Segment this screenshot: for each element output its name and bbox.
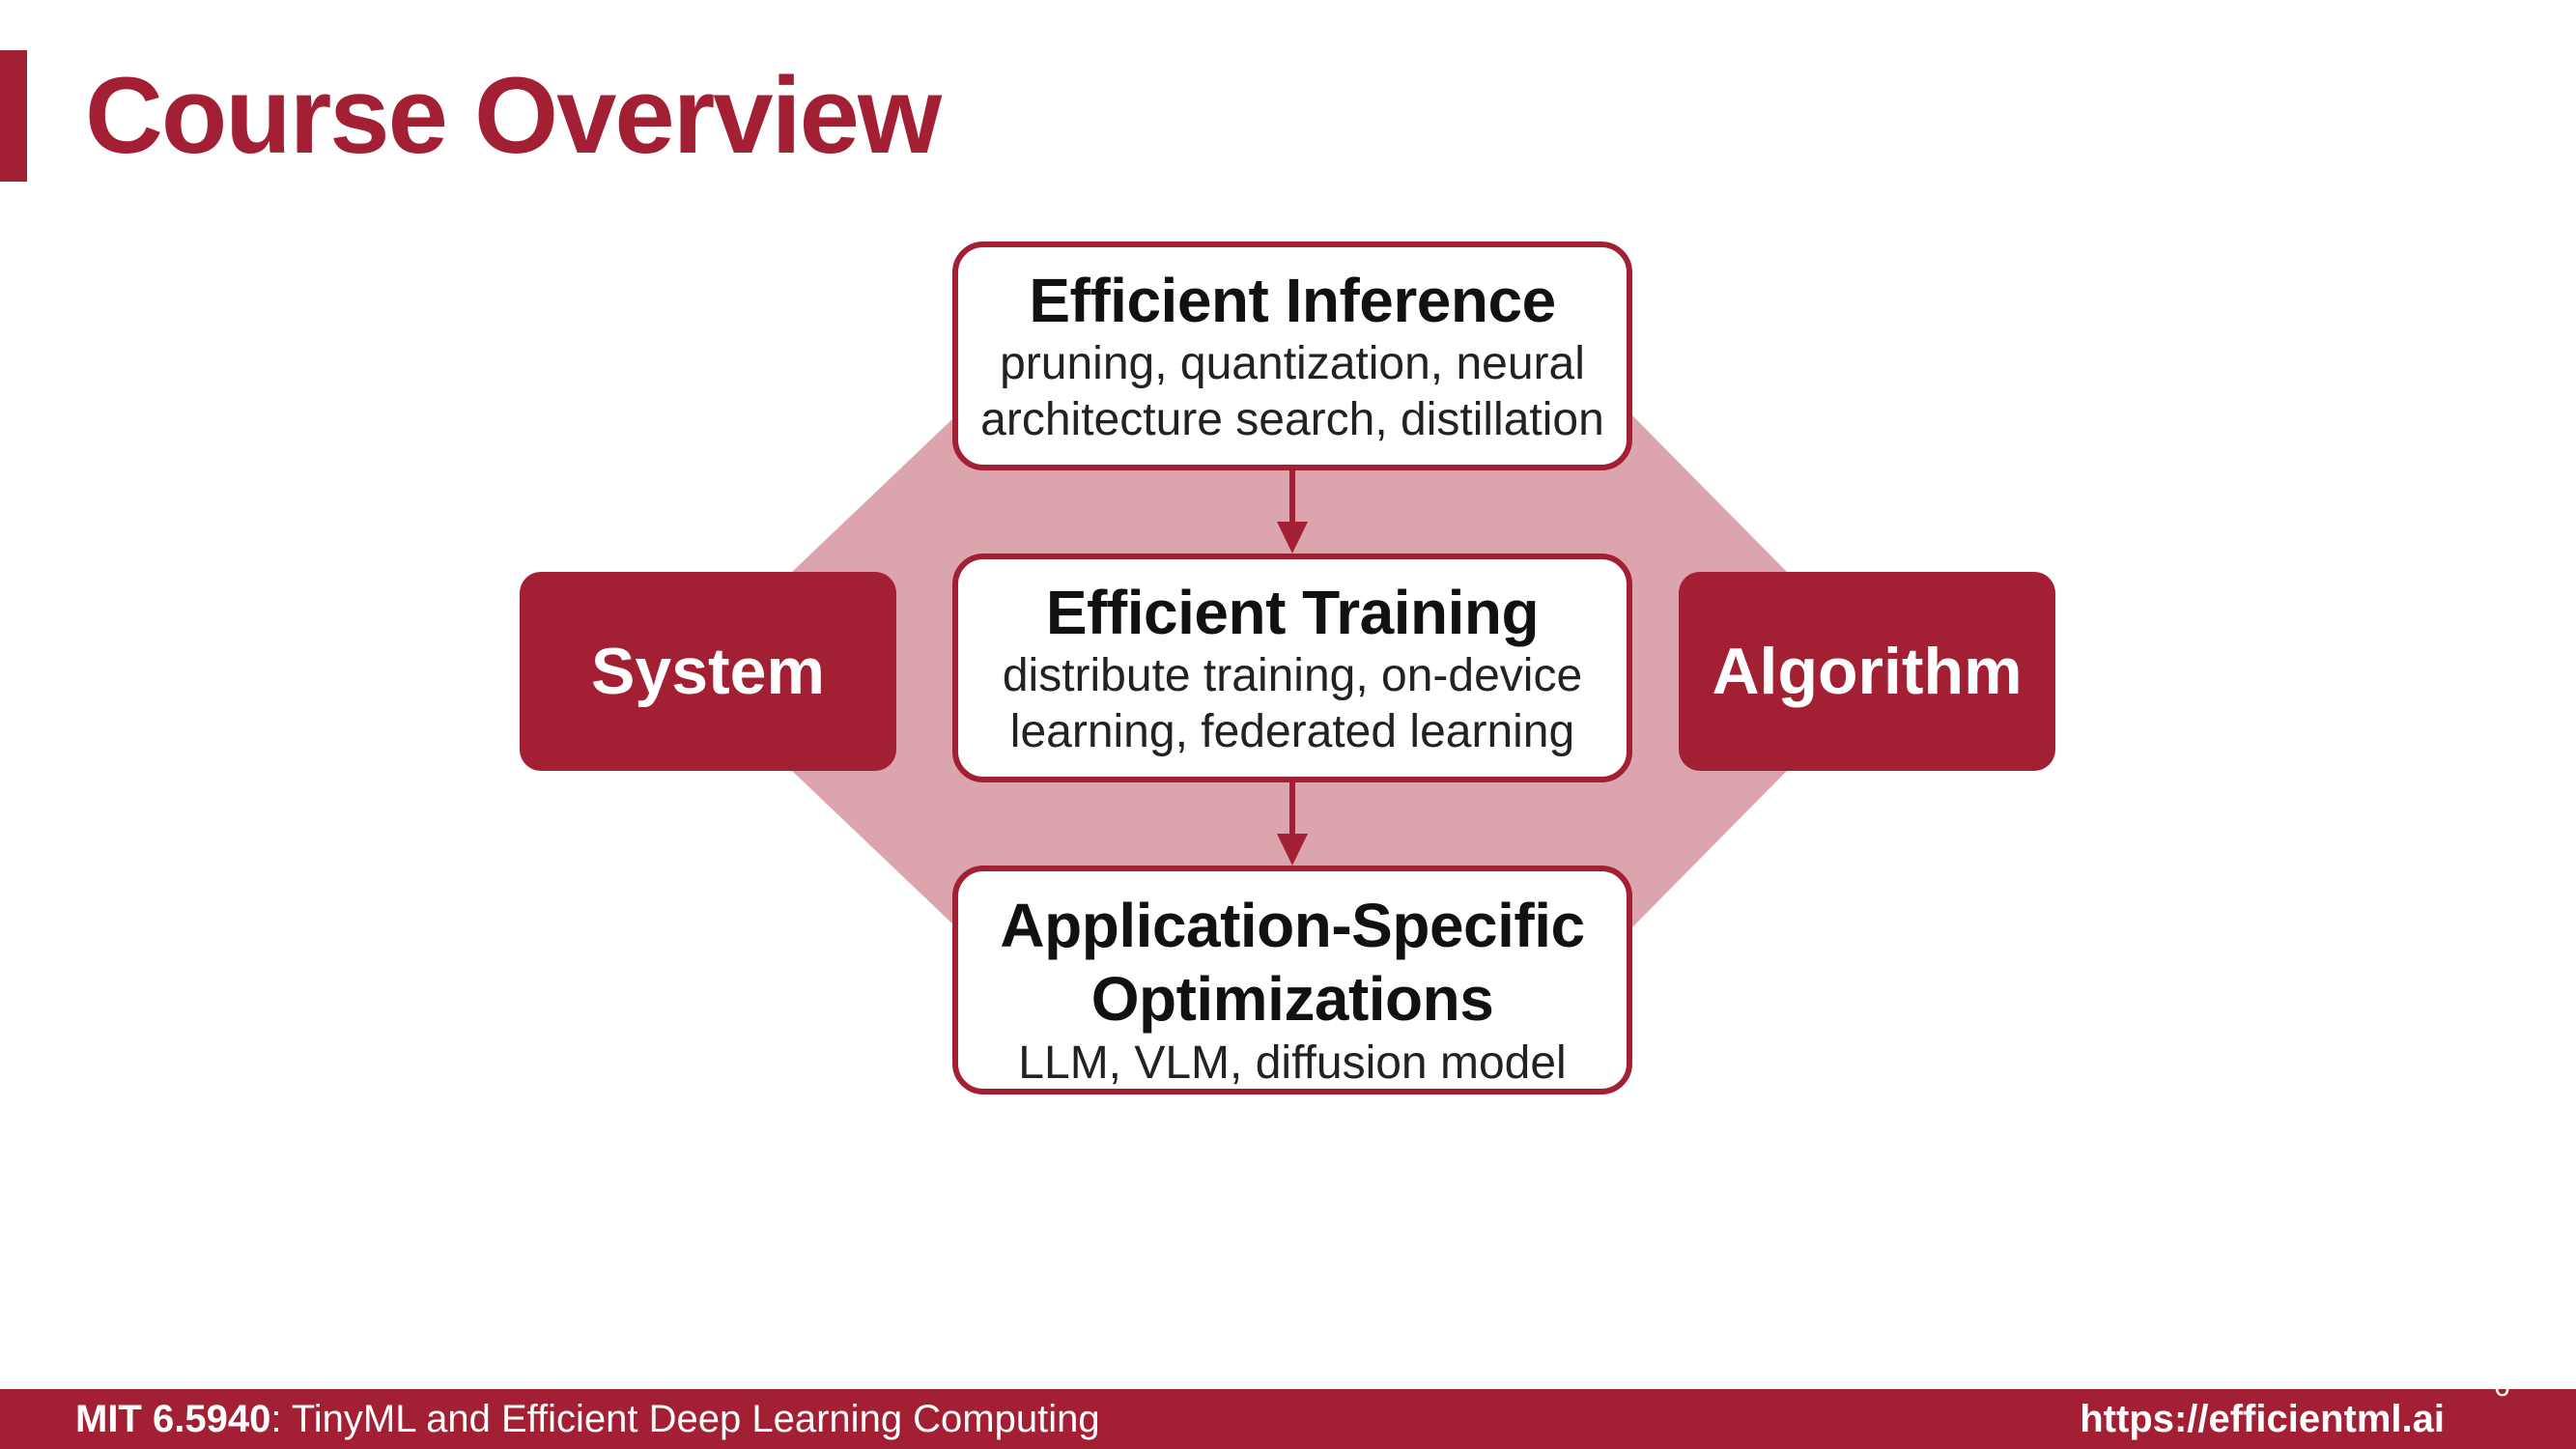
footer-course: MIT 6.5940: TinyML and Efficient Deep Le… — [75, 1389, 1100, 1449]
algorithm-box: Algorithm — [1679, 572, 2055, 771]
footer-course-name: : TinyML and Efficient Deep Learning Com… — [270, 1398, 1100, 1440]
efficient-inference-box: Efficient Inference pruning, quantizatio… — [952, 242, 1632, 470]
title-accent-bar — [0, 50, 27, 182]
system-label: System — [591, 635, 825, 708]
application-specific-heading-line1: Application-Specific — [1000, 891, 1585, 960]
efficient-inference-heading: Efficient Inference — [1029, 266, 1556, 335]
efficient-training-detail-line2: learning, federated learning — [1009, 706, 1575, 757]
efficient-training-box: Efficient Training distribute training, … — [952, 554, 1632, 782]
arrow-head-2 — [1277, 834, 1308, 866]
efficient-training-heading: Efficient Training — [1045, 578, 1540, 647]
application-specific-box: Application-Specific Optimizations LLM, … — [952, 866, 1632, 1094]
footer-url-link[interactable]: https://efficientml.ai — [2080, 1398, 2445, 1440]
page-number: 6 — [2494, 1371, 2510, 1403]
application-specific-heading-line2: Optimizations — [1090, 964, 1494, 1034]
footer-bar: MIT 6.5940: TinyML and Efficient Deep Le… — [0, 1389, 2576, 1449]
footer-course-code: MIT 6.5940 — [75, 1398, 271, 1440]
arrow-head-1 — [1277, 522, 1308, 554]
slide-title: Course Overview — [85, 55, 942, 176]
efficient-training-detail-line1: distribute training, on-device — [1002, 650, 1583, 701]
application-specific-detail: LLM, VLM, diffusion model — [1018, 1037, 1567, 1089]
system-box: System — [520, 572, 896, 771]
algorithm-label: Algorithm — [1712, 635, 2023, 708]
efficient-inference-detail-line2: architecture search, distillation — [980, 394, 1604, 445]
efficient-inference-detail-line1: pruning, quantization, neural — [1000, 338, 1585, 389]
